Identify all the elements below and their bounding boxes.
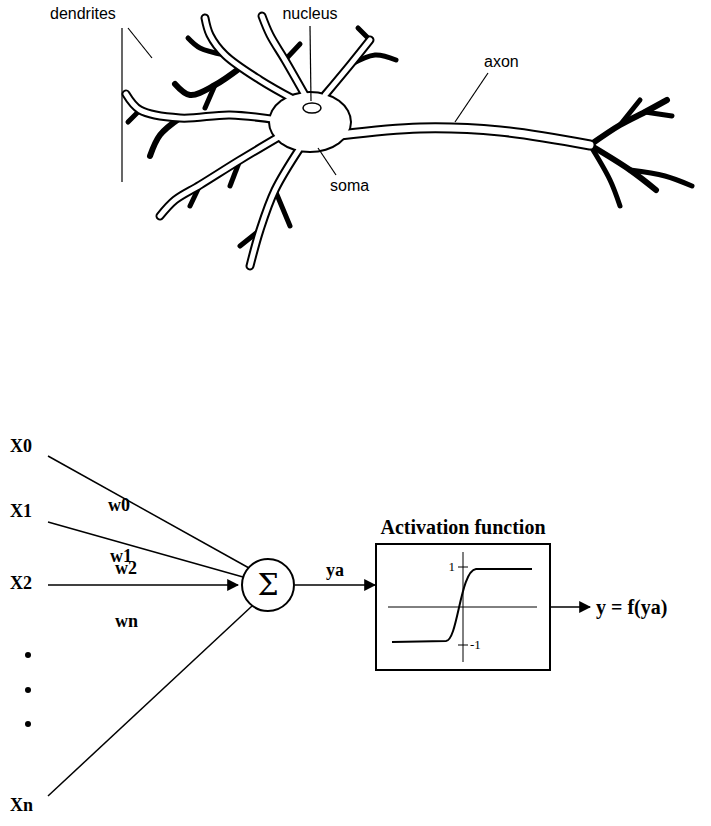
box-heading: Activation function <box>381 516 546 539</box>
neuron-branch <box>630 170 692 186</box>
output-arrow <box>551 606 590 608</box>
part-label: axon <box>484 53 519 71</box>
neuron-branch <box>340 128 590 145</box>
neuron-branch <box>285 44 300 60</box>
neuron-branch-fill <box>250 148 300 266</box>
part-label: nucleus <box>282 5 337 23</box>
weight-name: w2 <box>115 559 137 579</box>
neuron-drawing <box>126 16 692 266</box>
sigmoid-graph <box>388 552 537 662</box>
weight-name: wn <box>115 612 138 632</box>
activation-function-box: Activation function <box>375 543 551 671</box>
input-name: X2 <box>10 574 32 594</box>
neuron-branch <box>205 85 215 108</box>
neuron-branch-fill <box>160 135 282 216</box>
ellipsis-dots <box>25 652 31 727</box>
neuron-branch <box>358 28 370 40</box>
axis-tick-label: -1 <box>470 638 481 652</box>
neuron-branch <box>126 94 278 120</box>
signal-name: ya <box>324 560 346 581</box>
neuron-branch <box>590 100 667 145</box>
summation-circle: Σ <box>241 558 295 612</box>
neuron-branch <box>175 68 240 95</box>
neuron-branch <box>160 135 282 216</box>
neuron-branch <box>150 118 180 156</box>
neuron-branch-fill <box>340 128 590 145</box>
soma-outline <box>268 91 352 153</box>
neuron-branch <box>275 190 290 226</box>
neuron-outline <box>126 16 692 266</box>
input-wires <box>48 456 252 796</box>
neuron-branch <box>325 40 370 95</box>
nucleus-shape <box>303 103 321 113</box>
soma-body <box>270 93 350 151</box>
neuron-fill <box>126 16 590 266</box>
leader-lines <box>122 26 488 182</box>
neuron-branch-fill <box>126 94 278 120</box>
input-name: Xn <box>10 796 33 816</box>
neuron-branch <box>250 148 300 266</box>
neuron-branch-fill <box>325 40 370 95</box>
weight-name: w0 <box>108 496 130 516</box>
neuron-branch <box>620 100 640 125</box>
input-name: X0 <box>10 437 32 457</box>
part-label: dendrites <box>50 5 116 23</box>
node-text: Σ <box>257 570 278 600</box>
neuron-branch <box>590 145 656 190</box>
part-label: soma <box>330 177 369 195</box>
signal-arrow <box>295 584 375 586</box>
axis-tick-label: 1 <box>449 560 456 574</box>
neuron-branch <box>590 145 620 206</box>
output-formula: y = f(ya) <box>596 596 667 618</box>
neuron-branch-fill <box>262 16 305 95</box>
neuron-branch <box>645 112 672 116</box>
input-name: X1 <box>10 502 32 522</box>
